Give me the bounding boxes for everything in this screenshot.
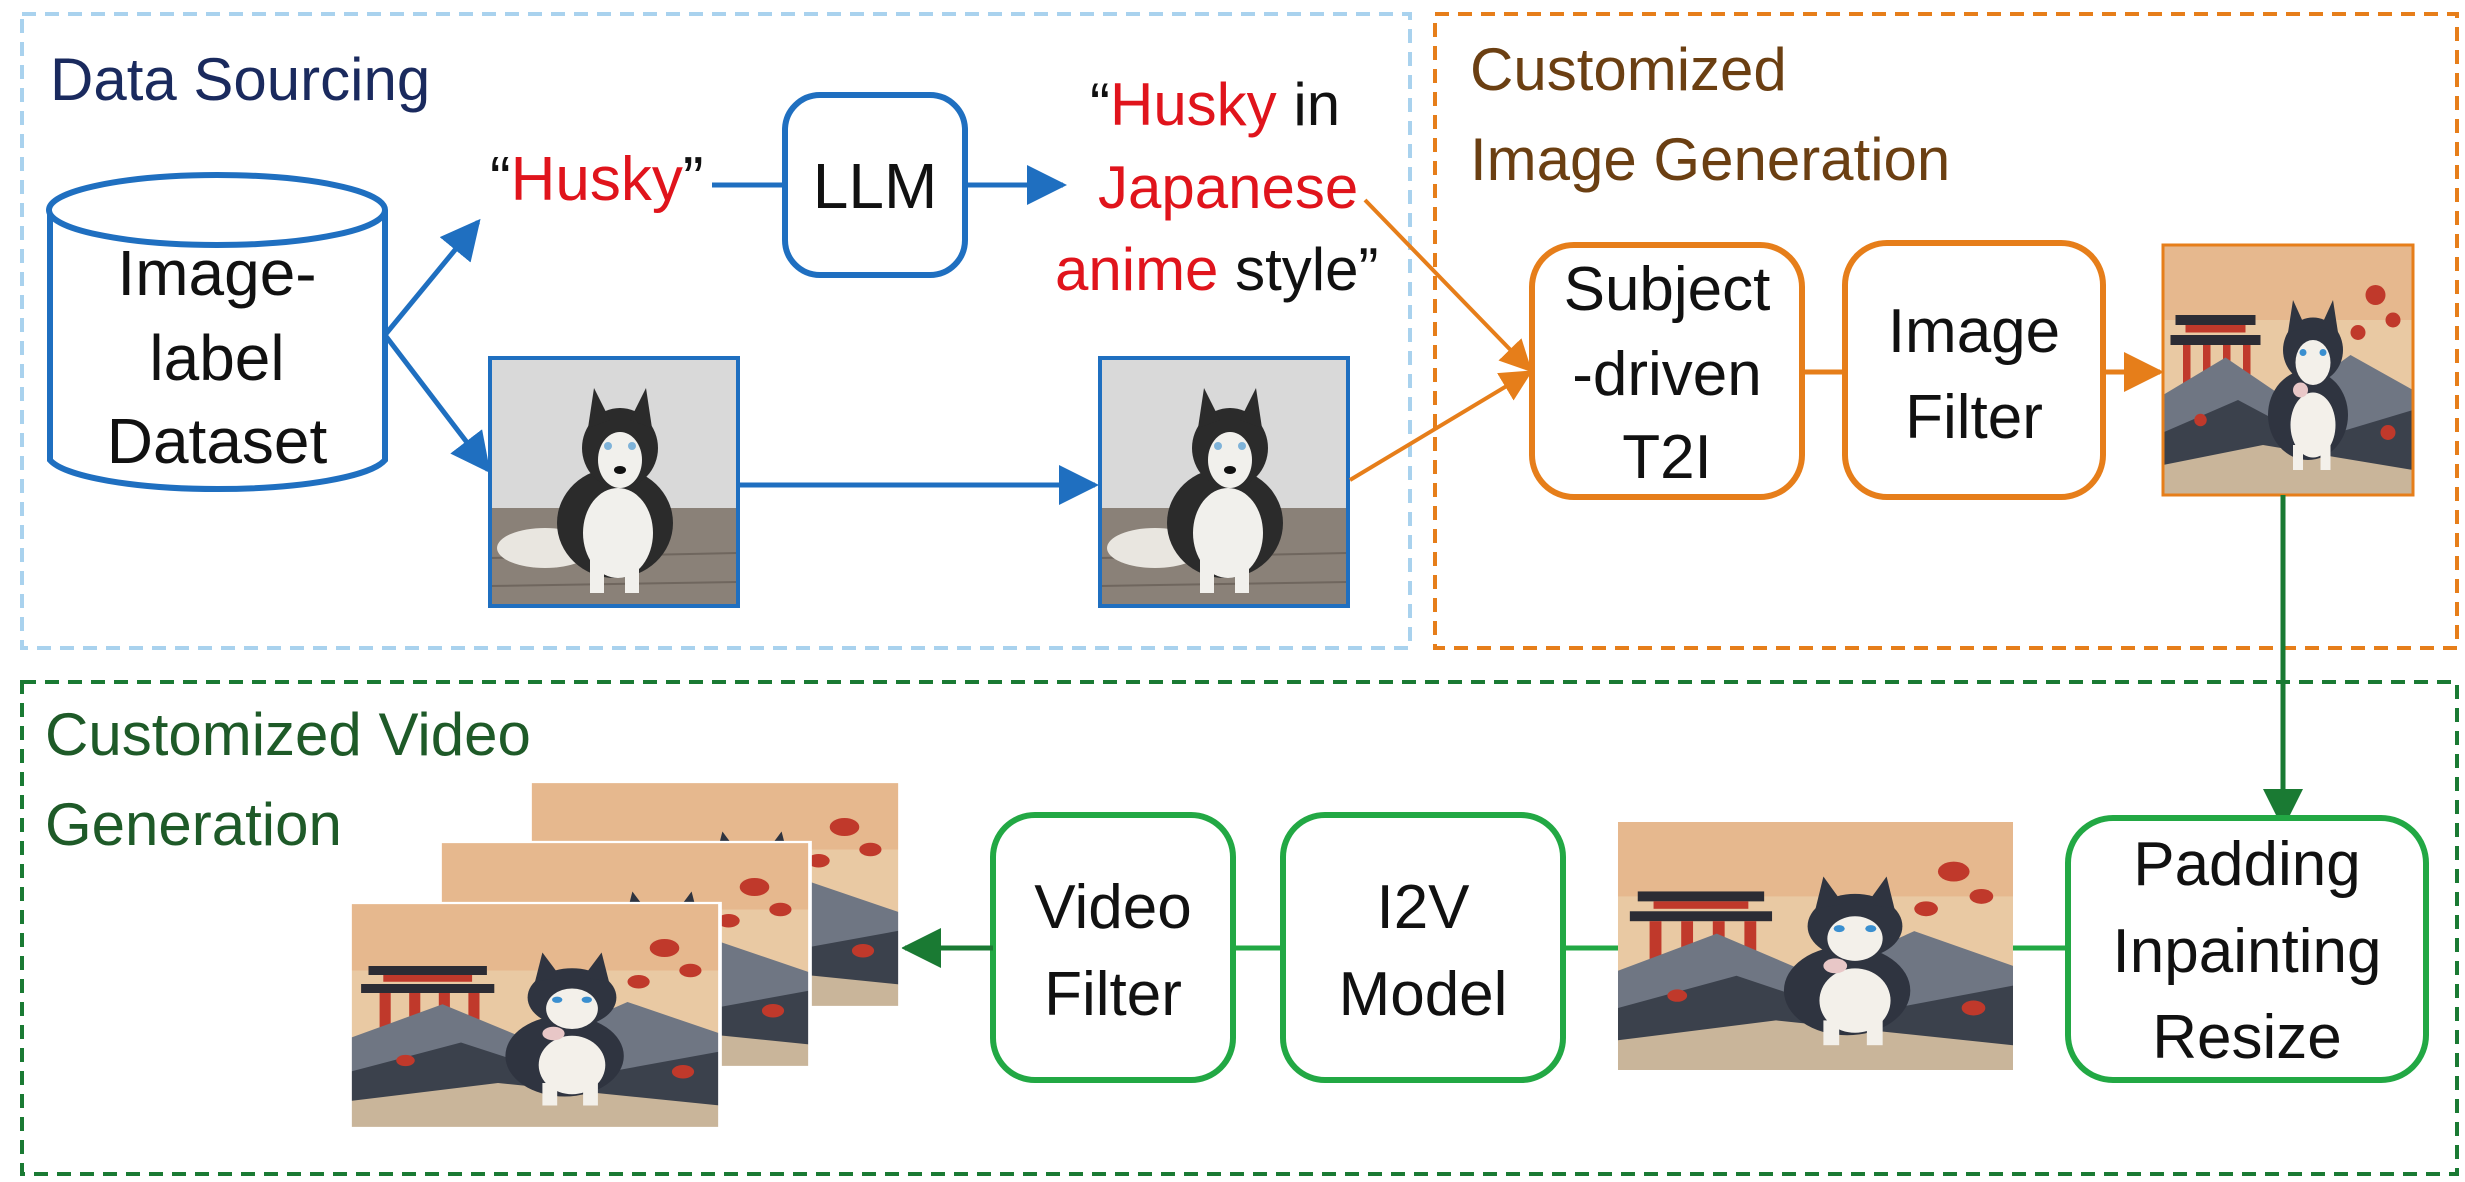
padding-line1: Padding xyxy=(2133,830,2361,899)
subject-t2i-line2: -driven xyxy=(1572,340,1762,409)
i2v-line1: I2V xyxy=(1376,873,1470,942)
husky-photo-copy xyxy=(1098,356,1350,608)
anime-husky-square xyxy=(2161,243,2415,497)
video-filter-line1: Video xyxy=(1034,873,1191,942)
video-generation-frame xyxy=(20,680,2459,1176)
video-generation-title-line2: Generation xyxy=(45,791,342,858)
dataset-label-line2: label xyxy=(149,322,284,394)
image-generation-title-line1: Customized xyxy=(1470,36,1787,103)
video-filter-box xyxy=(990,812,1236,1083)
husky-label-text: “Husky” xyxy=(490,145,704,214)
video-frame-front xyxy=(348,901,722,1130)
i2v-model-box xyxy=(1280,812,1566,1083)
connector-prompt-to-t2i xyxy=(1363,198,1533,373)
data-sourcing-frame xyxy=(20,12,1412,650)
dataset-label-line1: Image- xyxy=(117,237,316,309)
prompt-line3: anime style” xyxy=(1055,236,1378,303)
dataset-label-line3: Dataset xyxy=(107,405,328,477)
llm-label: LLM xyxy=(813,150,938,222)
husky-photo-source xyxy=(488,356,740,608)
image-generation-title-line2: Image Generation xyxy=(1470,126,1950,193)
subject-t2i-line3: T2I xyxy=(1622,423,1712,492)
arrow-dataset-to-label xyxy=(383,218,481,337)
video-generation-title-line1: Customized Video xyxy=(45,701,531,768)
image-generation-frame xyxy=(1433,12,2459,650)
connector-photo-to-t2i xyxy=(1348,370,1533,482)
anime-husky-wide xyxy=(1618,822,2013,1070)
image-filter-box xyxy=(1842,240,2106,500)
image-filter-line1: Image xyxy=(1888,297,2060,366)
prompt-line1: “Husky in xyxy=(1090,71,1340,138)
video-filter-line2: Filter xyxy=(1044,960,1182,1029)
dataset-cylinder: Image- label Dataset xyxy=(46,172,388,493)
padding-line3: Resize xyxy=(2152,1003,2342,1072)
prompt-line2: Japanese xyxy=(1098,154,1358,221)
image-filter-line2: Filter xyxy=(1905,383,2043,452)
arrow-dataset-to-photo xyxy=(383,333,491,474)
i2v-line2: Model xyxy=(1339,960,1508,1029)
subject-t2i-line1: Subject xyxy=(1564,255,1771,324)
data-sourcing-title: Data Sourcing xyxy=(50,46,430,113)
padding-line2: Inpainting xyxy=(2113,917,2382,986)
